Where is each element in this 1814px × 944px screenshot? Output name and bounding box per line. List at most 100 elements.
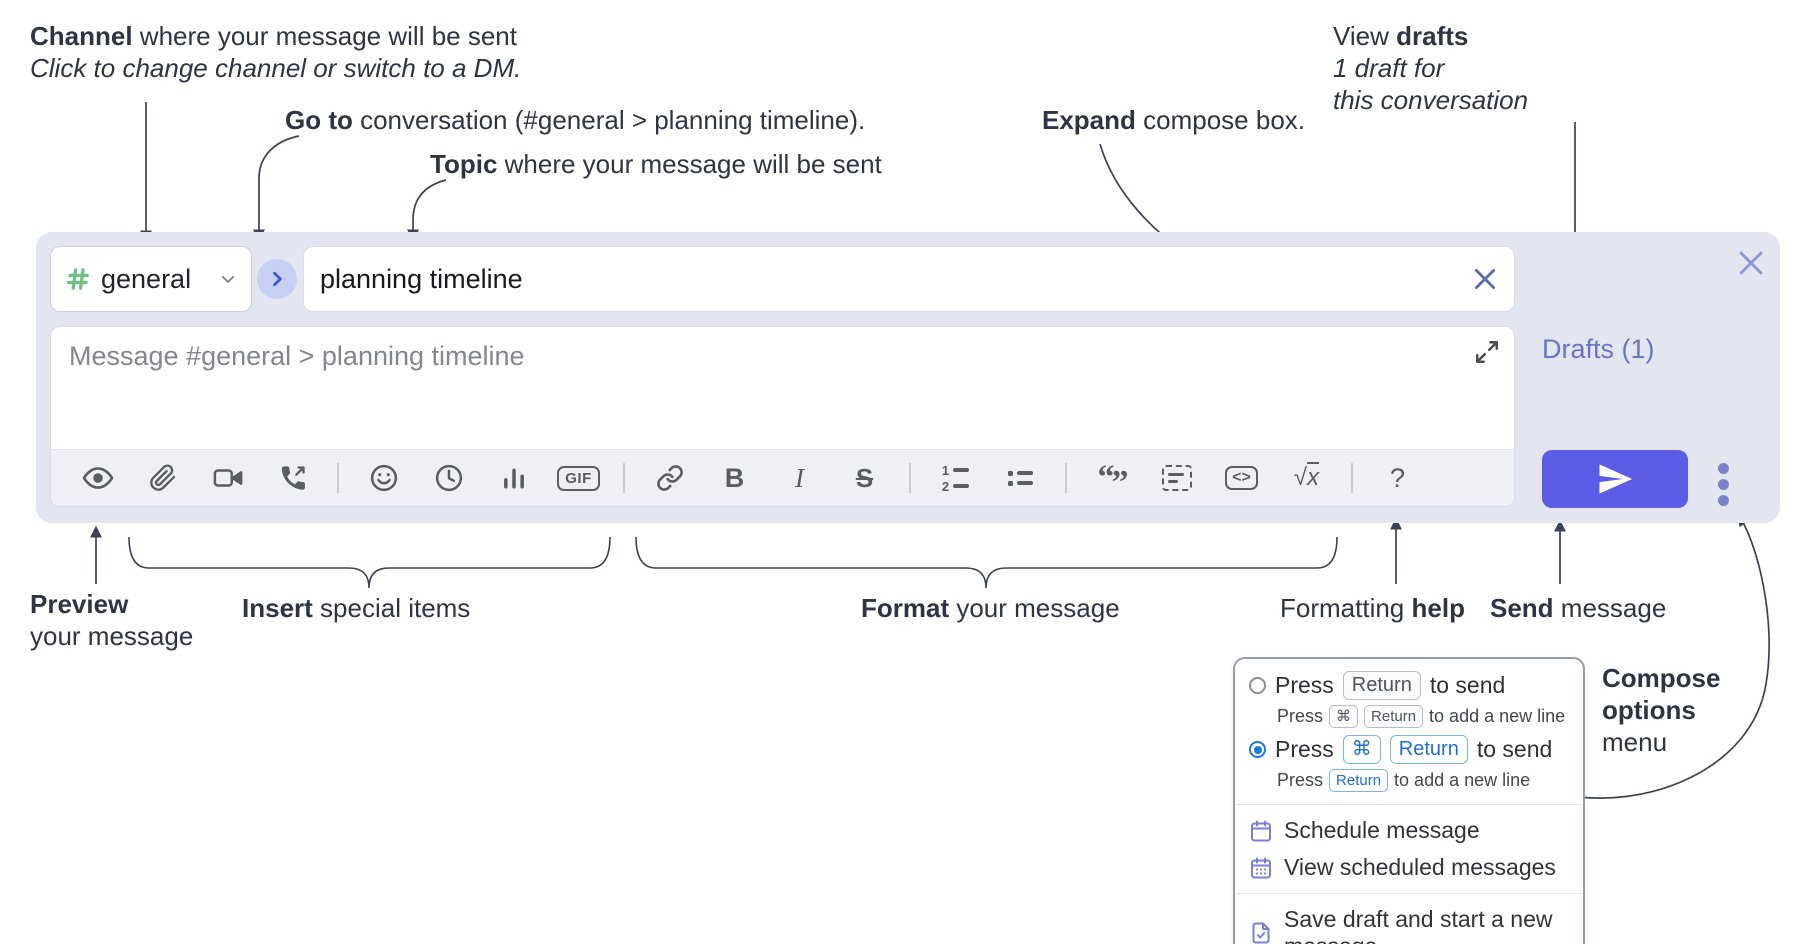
chevron-down-icon bbox=[221, 275, 235, 283]
link-icon bbox=[656, 465, 683, 491]
math-button[interactable]: √x bbox=[1274, 455, 1339, 501]
option-enter-sends[interactable]: Press Return to send bbox=[1235, 669, 1583, 702]
toolbar-divider bbox=[623, 463, 625, 493]
spoiler-button[interactable] bbox=[1144, 455, 1209, 501]
keycap-cmd: ⌘ bbox=[1329, 705, 1359, 728]
compose-options-popup: Press Return to send Press ⌘ Return to a… bbox=[1233, 657, 1585, 944]
annotation-preview: Preview your message bbox=[30, 589, 194, 651]
clock-icon bbox=[435, 464, 462, 492]
calendar-grid-icon bbox=[1251, 857, 1271, 878]
channel-name: general bbox=[101, 263, 192, 294]
arrow-topic bbox=[407, 179, 447, 242]
annotation-help: Formatting help bbox=[1280, 593, 1465, 623]
spoiler-icon bbox=[1161, 465, 1192, 491]
emoji-button[interactable] bbox=[351, 455, 416, 501]
quote-icon: “” bbox=[1097, 459, 1129, 501]
keycap-return: Return bbox=[1364, 705, 1424, 728]
message-box[interactable]: Message #general > planning timeline bbox=[50, 326, 1515, 507]
annotation-channel: Channel where your message will be sent … bbox=[30, 21, 522, 83]
bulleted-list-icon bbox=[1008, 470, 1033, 486]
compose-box: general planning timeline Message #gener… bbox=[36, 232, 1780, 523]
keycap-return: Return bbox=[1342, 671, 1421, 700]
strikethrough-button[interactable]: S bbox=[832, 455, 897, 501]
arrow-goto bbox=[253, 135, 300, 242]
annotation-topic: Topic where your message will be sent bbox=[430, 149, 882, 179]
annotation-compose-menu: Compose options menu bbox=[1602, 663, 1721, 757]
code-icon: <> bbox=[1225, 466, 1258, 490]
radio-selected-icon[interactable] bbox=[1249, 741, 1266, 758]
go-to-conversation-button[interactable] bbox=[257, 259, 297, 299]
paperclip-icon bbox=[149, 464, 175, 491]
annotation-send: Send message bbox=[1490, 593, 1667, 623]
quote-button[interactable]: “” bbox=[1079, 455, 1144, 501]
compose-toolbar: GIF B I S bbox=[51, 449, 1514, 506]
toolbar-divider bbox=[337, 463, 339, 493]
bold-icon: B bbox=[724, 462, 745, 493]
menu-item-save-draft[interactable]: Save draft and start a new message bbox=[1235, 901, 1583, 944]
close-compose-button[interactable] bbox=[1736, 248, 1766, 278]
brace-format bbox=[635, 536, 1338, 589]
menu-item-view-scheduled-messages[interactable]: View scheduled messages bbox=[1235, 849, 1583, 886]
hash-icon bbox=[67, 268, 89, 290]
add-global-time-button[interactable] bbox=[416, 455, 481, 501]
link-button[interactable] bbox=[637, 455, 702, 501]
gif-icon: GIF bbox=[557, 465, 600, 491]
annotation-view-drafts: View drafts 1 draft for this conversatio… bbox=[1333, 21, 1529, 115]
option-cmd-enter-sends-subtext: Press Return to add a new line bbox=[1277, 769, 1531, 792]
clear-topic-button[interactable] bbox=[1472, 266, 1498, 292]
math-icon: √x bbox=[1293, 462, 1320, 491]
add-gif-button[interactable]: GIF bbox=[546, 455, 611, 501]
italic-icon: I bbox=[795, 462, 804, 493]
vertical-ellipsis-icon bbox=[1717, 462, 1729, 506]
option-enter-sends-subtext: Press ⌘ Return to add a new line bbox=[1277, 705, 1566, 728]
bold-button[interactable]: B bbox=[702, 455, 767, 501]
bar-chart-icon bbox=[503, 468, 524, 489]
send-plane-icon bbox=[1599, 464, 1633, 494]
eye-icon bbox=[82, 467, 113, 489]
message-formatting-help-button[interactable]: ? bbox=[1365, 455, 1430, 501]
keycap-return: Return bbox=[1329, 769, 1389, 792]
keycap-return: Return bbox=[1389, 735, 1468, 764]
message-placeholder: Message #general > planning timeline bbox=[69, 341, 525, 371]
phone-call-icon bbox=[281, 466, 305, 490]
smiley-icon bbox=[370, 464, 397, 492]
calendar-icon bbox=[1251, 820, 1271, 841]
toolbar-divider bbox=[909, 463, 911, 493]
drafts-link[interactable]: Drafts (1) bbox=[1542, 334, 1655, 364]
annotation-format: Format your message bbox=[861, 593, 1120, 623]
popup-divider bbox=[1235, 804, 1583, 805]
popup-divider bbox=[1235, 893, 1583, 894]
video-call-button[interactable] bbox=[195, 455, 260, 501]
expand-icon bbox=[1476, 341, 1498, 363]
annotation-expand: Expand compose box. bbox=[1042, 105, 1306, 135]
annotation-goto: Go to conversation (#general > planning … bbox=[285, 105, 866, 135]
audio-call-button[interactable] bbox=[260, 455, 325, 501]
brace-insert bbox=[128, 536, 611, 589]
compose-options-menu-button[interactable] bbox=[1708, 458, 1738, 510]
numbered-list-icon: 1 2 bbox=[942, 464, 970, 493]
code-button[interactable]: <> bbox=[1209, 455, 1274, 501]
video-camera-icon bbox=[213, 469, 242, 487]
option-cmd-enter-sends[interactable]: Press ⌘ Return to send bbox=[1235, 733, 1583, 766]
menu-item-schedule-message[interactable]: Schedule message bbox=[1235, 812, 1583, 849]
document-check-icon bbox=[1252, 922, 1270, 944]
topic-value: planning timeline bbox=[320, 263, 523, 294]
channel-selector[interactable]: general bbox=[50, 246, 252, 312]
italic-button[interactable]: I bbox=[767, 455, 832, 501]
close-icon bbox=[1739, 251, 1763, 275]
question-mark-icon: ? bbox=[1389, 462, 1406, 493]
close-icon bbox=[1474, 268, 1496, 290]
strikethrough-icon: S bbox=[855, 462, 874, 493]
topic-input[interactable]: planning timeline bbox=[303, 246, 1515, 312]
send-button[interactable] bbox=[1542, 450, 1688, 508]
attach-file-button[interactable] bbox=[130, 455, 195, 501]
expand-compose-button[interactable] bbox=[1474, 339, 1500, 365]
preview-button[interactable] bbox=[65, 455, 130, 501]
toolbar-divider bbox=[1065, 463, 1067, 493]
toolbar-divider bbox=[1351, 463, 1353, 493]
bulleted-list-button[interactable] bbox=[988, 455, 1053, 501]
add-poll-button[interactable] bbox=[481, 455, 546, 501]
radio-unselected-icon[interactable] bbox=[1249, 677, 1266, 694]
numbered-list-button[interactable]: 1 2 bbox=[923, 455, 988, 501]
